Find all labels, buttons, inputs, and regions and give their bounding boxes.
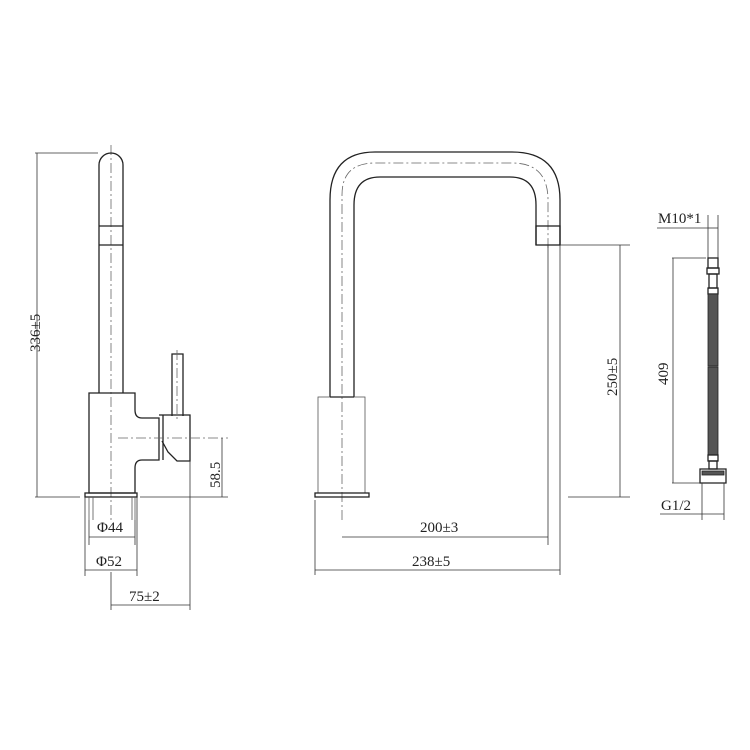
dim-outer-diameter: Φ52: [96, 554, 122, 570]
dim-inner-diameter: Φ44: [97, 520, 123, 536]
dim-handle-height: 58.5: [208, 462, 224, 488]
dim-bottom-thread: G1/2: [661, 498, 691, 514]
side-view: 336±5 58.5 Φ44 Φ52 75±2: [28, 145, 228, 610]
dim-total-width: 238±5: [412, 554, 450, 570]
dim-hose-length: 409: [656, 363, 672, 386]
dim-spout-reach: 200±3: [420, 520, 458, 536]
dim-top-thread: M10*1: [658, 211, 701, 227]
front-view: 250±5 200±3 238±5: [314, 151, 630, 575]
dim-handle-offset: 75±2: [129, 589, 160, 605]
hose-view: M10*1 409 G1/2: [656, 211, 727, 520]
dim-total-height: 336±5: [28, 314, 44, 352]
dim-spout-height: 250±5: [605, 358, 621, 396]
